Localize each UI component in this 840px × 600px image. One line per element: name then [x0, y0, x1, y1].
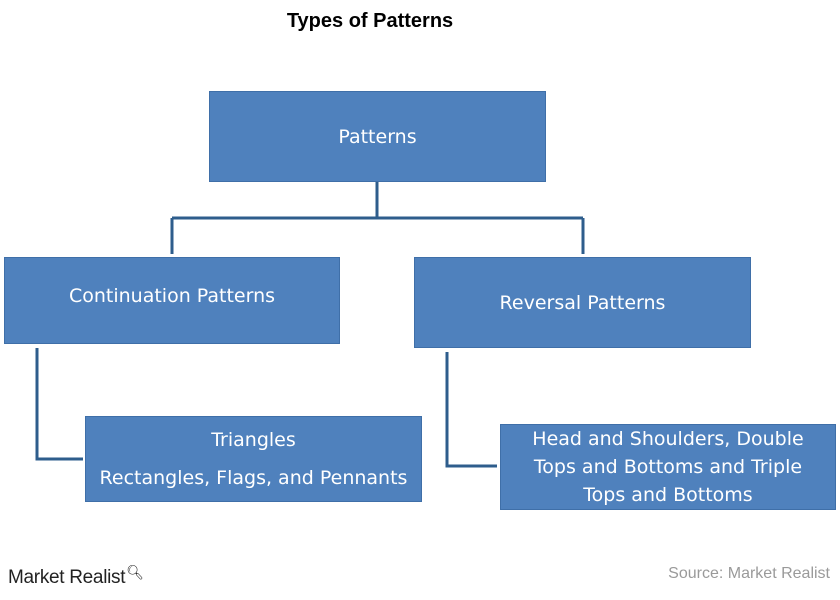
- node-reversal-examples: Head and Shoulders, Double Tops and Bott…: [500, 424, 836, 510]
- node-continuation-label: Continuation Patterns: [68, 284, 276, 307]
- node-reversal-examples-line: Tops and Bottoms: [583, 484, 753, 506]
- logo-text: Market Realist: [8, 567, 126, 588]
- node-continuation-patterns: Continuation Patterns: [4, 257, 340, 344]
- root-to-children-connector: [170, 182, 585, 254]
- source-credit: Source: Market Realist: [668, 565, 830, 582]
- node-reversal-patterns: Reversal Patterns: [414, 257, 751, 348]
- magnifier-icon: 🔍︎: [126, 564, 144, 580]
- reversal-to-child-connector: [445, 352, 497, 468]
- node-continuation-examples-line: Rectangles, Flags, and Pennants: [99, 467, 408, 489]
- market-realist-logo: Market Realist🔍︎: [8, 564, 144, 589]
- node-continuation-examples-line: Triangles: [211, 429, 296, 451]
- continuation-to-child-connector: [35, 348, 83, 461]
- node-patterns: Patterns: [209, 91, 546, 182]
- node-reversal-examples-line: Head and Shoulders, Double: [532, 428, 804, 450]
- node-reversal-label: Reversal Patterns: [499, 291, 666, 314]
- node-continuation-examples: Triangles Rectangles, Flags, and Pennant…: [85, 416, 422, 502]
- node-patterns-label: Patterns: [338, 125, 417, 148]
- node-reversal-examples-line: Tops and Bottoms and Triple: [533, 456, 803, 478]
- diagram-title: Types of Patterns: [286, 10, 454, 32]
